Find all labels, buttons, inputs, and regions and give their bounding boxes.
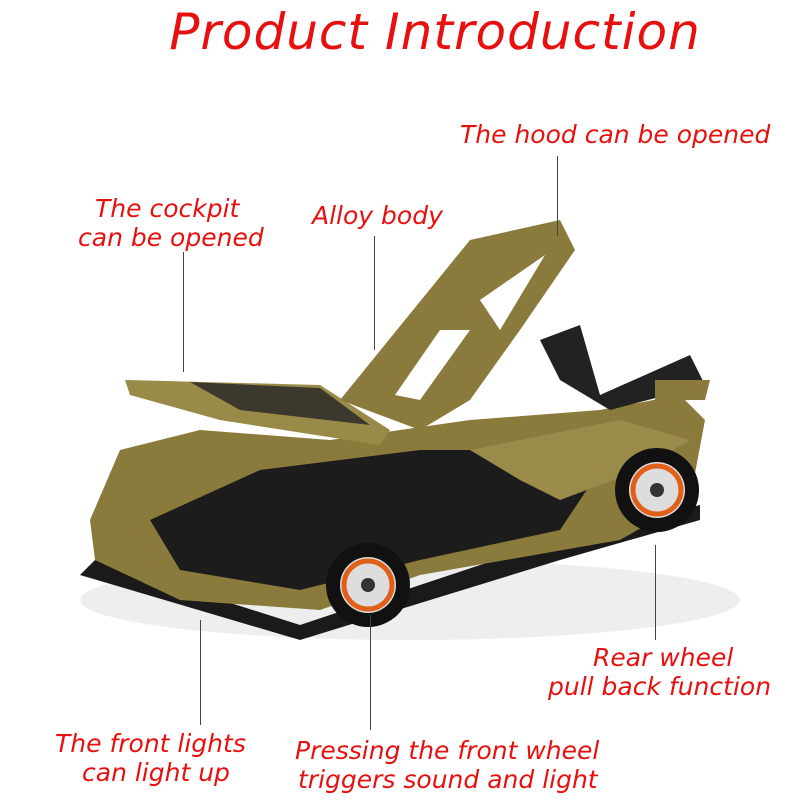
front-lights-label-1: The front lights [55,729,246,758]
page-title: Product Introduction [169,3,701,61]
cockpit-pointer-line [183,252,184,372]
front-lights-label-2: can light up [82,758,230,787]
cockpit-label-1: The cockpit [95,194,240,223]
front-wheel-label-1: Pressing the front wheel [295,736,600,765]
hood-label: The hood can be opened [460,120,771,149]
front-wheel-pointer-line [370,615,371,730]
cockpit-label-2: can be opened [78,223,264,252]
rear-wheel-pointer-line [655,545,656,640]
front-wheel-label-2: triggers sound and light [298,765,598,794]
alloy-label: Alloy body [312,201,443,230]
front-lights-pointer-line [200,620,201,725]
alloy-pointer-line [374,236,375,350]
rear-wheel-label-1: Rear wheel [593,643,734,672]
rear-wheel-label-2: pull back function [548,672,772,701]
hood-pointer-line [557,156,558,236]
